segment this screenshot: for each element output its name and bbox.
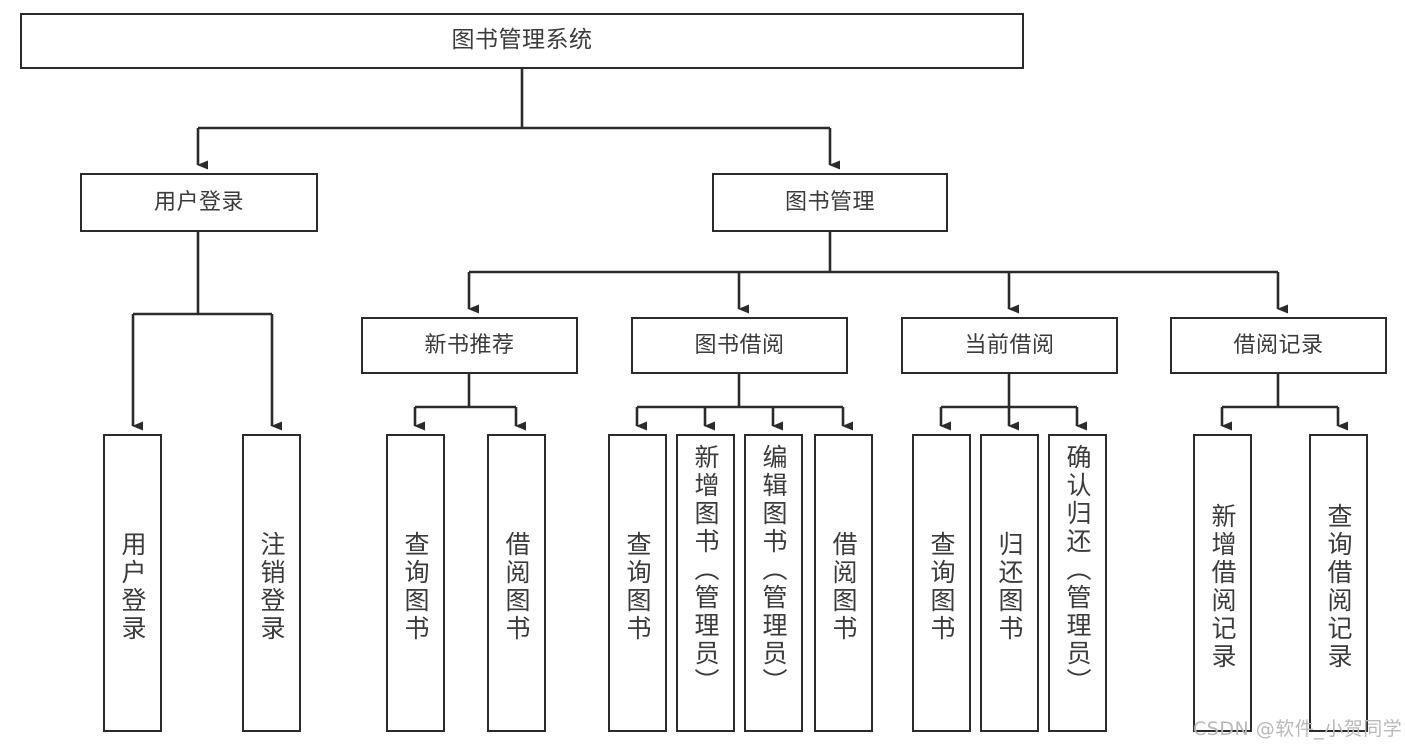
- node-new-book-recommendation[interactable]: 新书推荐: [361, 317, 578, 374]
- node-borrow-record[interactable]: 借阅记录: [1170, 317, 1387, 374]
- node-current-borrow[interactable]: 当前借阅: [901, 317, 1118, 374]
- node-label: 借阅图书: [502, 531, 531, 643]
- node-leaf-add-book-admin[interactable]: 新增图书（管理员）: [676, 434, 735, 732]
- node-leaf-borrow-book-1[interactable]: 借阅图书: [487, 434, 546, 732]
- node-leaf-confirm-return-admin[interactable]: 确认归还（管理员）: [1048, 434, 1107, 732]
- node-label: 查询图书: [623, 531, 652, 643]
- node-label: 借阅图书: [829, 531, 858, 643]
- node-root-book-management-system[interactable]: 图书管理系统: [20, 13, 1024, 69]
- node-label: 查询借阅记录: [1324, 503, 1353, 671]
- node-label: 用户登录: [153, 189, 244, 215]
- node-label: 图书管理系统: [451, 27, 593, 54]
- node-label: 注销登录: [257, 531, 286, 643]
- node-leaf-add-borrow-record[interactable]: 新增借阅记录: [1193, 434, 1252, 732]
- node-leaf-query-borrow-record[interactable]: 查询借阅记录: [1309, 434, 1368, 732]
- node-label: 借阅记录: [1233, 332, 1324, 358]
- node-leaf-return-book[interactable]: 归还图书: [980, 434, 1039, 732]
- node-label: 图书借阅: [694, 332, 785, 358]
- node-label: 新书推荐: [424, 332, 515, 358]
- node-book-borrow[interactable]: 图书借阅: [631, 317, 848, 374]
- node-label: 当前借阅: [964, 332, 1055, 358]
- node-leaf-query-book-1[interactable]: 查询图书: [386, 434, 445, 732]
- node-leaf-borrow-book-2[interactable]: 借阅图书: [814, 434, 873, 732]
- node-leaf-user-login[interactable]: 用户登录: [103, 434, 162, 732]
- node-label: 图书管理: [784, 189, 875, 215]
- node-leaf-query-book-2[interactable]: 查询图书: [608, 434, 667, 732]
- node-leaf-edit-book-admin[interactable]: 编辑图书（管理员）: [744, 434, 803, 732]
- node-label: 查询图书: [401, 531, 430, 643]
- node-label: 归还图书: [995, 531, 1024, 643]
- node-leaf-query-book-3[interactable]: 查询图书: [912, 434, 971, 732]
- node-book-management[interactable]: 图书管理: [712, 173, 948, 232]
- node-label: 确认归还（管理员）: [1063, 444, 1092, 696]
- node-label: 查询图书: [927, 531, 956, 643]
- node-label: 用户登录: [118, 531, 147, 643]
- node-user-login[interactable]: 用户登录: [80, 173, 318, 232]
- csdn-watermark: CSDN @软件_小贺同学: [1193, 718, 1403, 740]
- node-label: 新增图书（管理员）: [691, 444, 720, 696]
- node-label: 新增借阅记录: [1208, 503, 1237, 671]
- node-leaf-logout-login[interactable]: 注销登录: [242, 434, 301, 732]
- node-label: 编辑图书（管理员）: [759, 444, 788, 696]
